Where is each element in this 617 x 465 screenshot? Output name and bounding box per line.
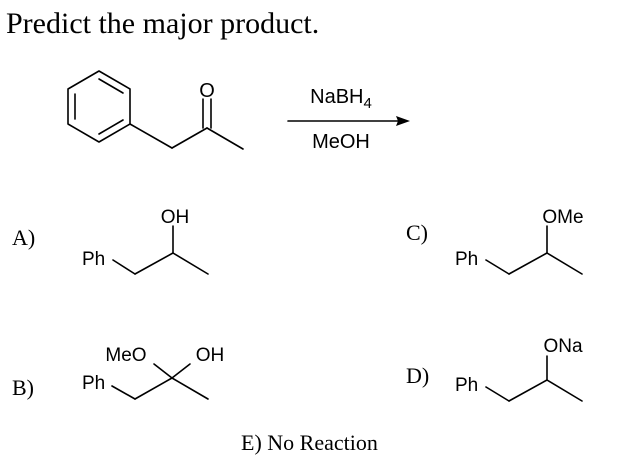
choice-c-ome-label: OMe [542, 207, 583, 228]
choice-a-oh-label: OH [161, 207, 190, 228]
choice-a[interactable]: A) Ph OH [12, 207, 209, 275]
choice-c-letter: C) [406, 220, 428, 245]
choice-d-ona-label: ONa [543, 336, 583, 357]
choice-b-oh-label: OH [196, 345, 225, 366]
solvent-label: MeOH [312, 131, 370, 153]
carbonyl-oxygen-label: O [199, 80, 215, 102]
ring-double-bond [98, 119, 124, 135]
choice-e[interactable]: E) No Reaction [241, 430, 378, 455]
choice-a-bond [172, 252, 209, 275]
choice-b-bond [134, 377, 173, 400]
ring-double-bond [98, 78, 124, 94]
choice-c-bond [546, 252, 583, 275]
arrow-head [396, 116, 410, 126]
choice-d-bond [508, 379, 548, 402]
choice-d-letter: D) [406, 363, 429, 388]
benzene-ring [67, 70, 131, 143]
ch2-carbonyl-bond [171, 127, 208, 149]
choice-d-bond [485, 386, 510, 402]
choice-a-ph-label: Ph [82, 249, 105, 270]
choice-b-bond [111, 385, 136, 400]
choice-b-bond [171, 363, 191, 379]
choice-a-bond [134, 252, 174, 275]
choice-c[interactable]: C) Ph OMe [406, 207, 584, 275]
choice-a-bond [112, 259, 136, 275]
choice-b-bond [153, 363, 173, 379]
choice-d-ph-label: Ph [455, 375, 478, 396]
methyl-bond [206, 127, 244, 150]
question-title: Predict the major product. [6, 7, 319, 40]
choice-d-bond [546, 379, 583, 402]
choice-b[interactable]: B) Ph MeO OH [12, 345, 224, 400]
choice-b-letter: B) [12, 375, 34, 400]
reagent-label: NaBH4 [310, 86, 372, 112]
choice-a-letter: A) [12, 225, 35, 250]
reaction-conditions: NaBH4 MeOH [287, 86, 410, 153]
choice-d[interactable]: D) Ph ONa [406, 336, 583, 402]
choice-c-ph-label: Ph [455, 249, 478, 270]
choice-c-bond [485, 259, 510, 275]
starting-material-structure: O [67, 70, 244, 150]
choice-c-bond [508, 252, 548, 275]
choice-b-bond [171, 377, 209, 400]
choice-b-meo-label: MeO [105, 345, 146, 366]
choice-b-ph-label: Ph [82, 373, 105, 394]
benzylic-bond [129, 123, 173, 149]
